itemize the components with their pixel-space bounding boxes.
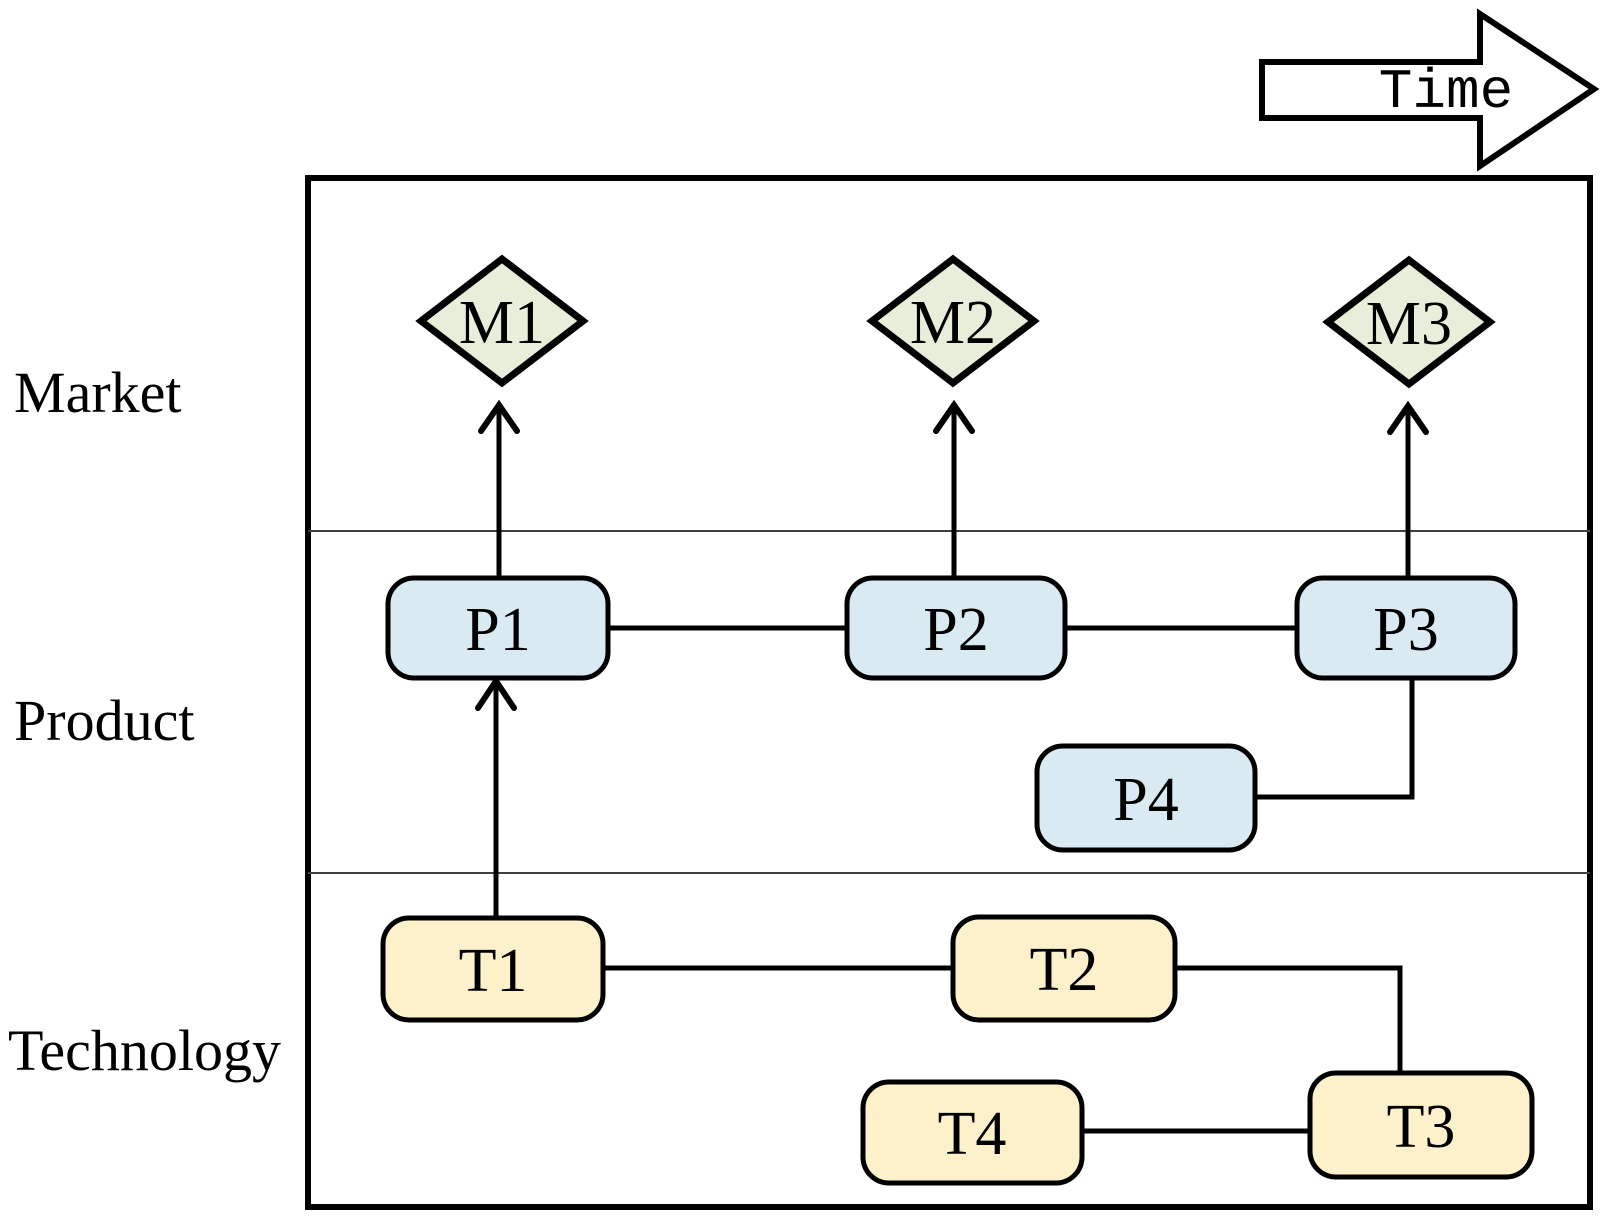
node-p2-shape	[844, 575, 1068, 681]
node-t3: T3	[1307, 1070, 1535, 1180]
node-m3: M3	[1322, 255, 1496, 389]
node-t4-label: T4	[938, 1100, 1007, 1168]
node-t1-label: T1	[459, 937, 528, 1005]
lane-label-product: Product	[14, 688, 194, 753]
node-p2-label: P2	[923, 596, 988, 664]
node-t2-shape	[950, 914, 1178, 1023]
node-t2: T2	[950, 914, 1178, 1023]
edges	[475, 399, 1429, 1134]
node-t2-label: T2	[1030, 936, 1099, 1004]
node-m3-label: M3	[1366, 290, 1452, 358]
node-t3-label: T3	[1387, 1093, 1456, 1161]
node-m1-shape	[415, 254, 589, 388]
node-p2: P2	[844, 575, 1068, 681]
edge-p1-m1-arrowhead-icon	[478, 399, 520, 434]
node-t1: T1	[380, 915, 606, 1023]
edge-t1-p1-arrowhead-icon	[475, 675, 517, 711]
edge-p2-m2-arrowhead-icon	[933, 399, 975, 434]
node-p3-label: P3	[1373, 596, 1438, 664]
node-p4-label: P4	[1113, 766, 1178, 834]
edge-t2-t3	[1175, 965, 1403, 1073]
node-p4: P4	[1034, 743, 1258, 853]
node-m2: M2	[866, 254, 1040, 388]
node-m2-label: M2	[910, 289, 996, 357]
node-p3: P3	[1294, 575, 1518, 681]
node-m2-shape	[866, 254, 1040, 388]
node-t4-shape	[860, 1079, 1085, 1186]
node-t1-shape	[380, 915, 606, 1023]
edge-p3-m3-arrowhead-icon	[1387, 400, 1429, 435]
diagram-frame	[305, 175, 1593, 1210]
lane-label-technology: Technology	[8, 1018, 281, 1083]
node-p1-shape	[385, 575, 611, 681]
node-t3-shape	[1307, 1070, 1535, 1180]
time-arrow: Time	[1259, 8, 1600, 172]
node-p1: P1	[385, 575, 611, 681]
node-t4: T4	[860, 1079, 1085, 1186]
node-m1-label: M1	[459, 289, 545, 357]
node-p1-label: P1	[465, 596, 530, 664]
node-m3-shape	[1322, 255, 1496, 389]
time-arrow-label: Time	[1379, 60, 1513, 124]
edge-p4-p3	[1255, 678, 1415, 800]
node-p3-shape	[1294, 575, 1518, 681]
node-m1: M1	[415, 254, 589, 388]
lane-label-market: Market	[14, 360, 182, 425]
node-p4-shape	[1034, 743, 1258, 853]
time-arrow-shape	[1259, 8, 1600, 172]
